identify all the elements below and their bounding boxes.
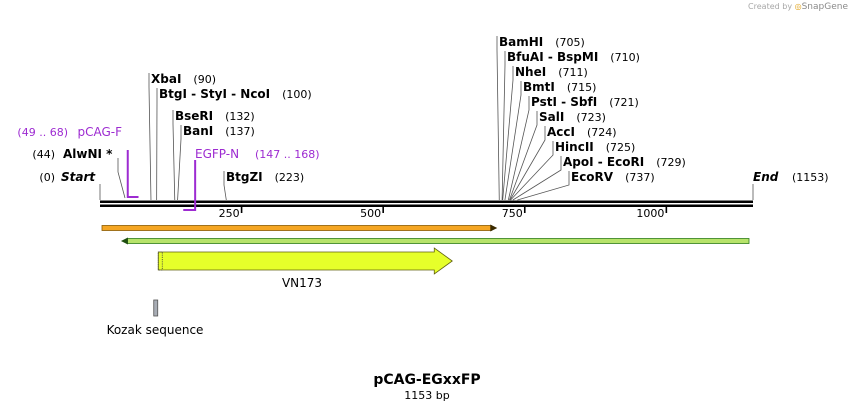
bamhi-site-line <box>496 36 500 201</box>
nhei-site-position: (711) <box>558 66 588 79</box>
acci-site-name: AccI <box>547 125 575 139</box>
xbai-site-position: (90) <box>193 73 216 86</box>
bani-site-position: (137) <box>225 125 255 138</box>
orf-forward-arrow-head <box>490 224 498 232</box>
ruler: 250 500 750 1000 <box>219 207 668 220</box>
vn173-feature-arrow <box>157 247 453 275</box>
bani-site-name: BanI <box>183 124 213 138</box>
orf-reverse-arrow-body <box>126 238 750 244</box>
pcag-f-primer-arrow <box>126 150 139 198</box>
cut-site-labels: Start (0) AlwNI * (44) XbaI (90)BtgI - StyI -… <box>32 35 828 184</box>
bfuai-bspmi-site-name: BfuAI - BspMI <box>507 50 598 64</box>
tick-label-1000: 1000 <box>636 207 664 220</box>
bfuai-bspmi-site-position: (710) <box>610 51 640 64</box>
bseri-site-position: (132) <box>225 110 255 123</box>
bamhi-site-name: BamHI <box>499 35 543 49</box>
bseri-site-name: BseRI <box>175 109 213 123</box>
end-site-name: End <box>753 170 779 184</box>
apoi-ecori-site-position: (729) <box>656 156 686 169</box>
acci-site-position: (724) <box>587 126 617 139</box>
hincii-site-name: HincII <box>555 140 594 154</box>
ecorv-site-position: (737) <box>625 171 655 184</box>
psti-sbfi-site-line <box>507 96 530 201</box>
hincii-site-position: (725) <box>606 141 636 154</box>
ecorv-site-line <box>517 171 570 201</box>
xbai-site-line <box>148 73 152 201</box>
end-site-position: (1153) <box>792 171 829 184</box>
bmti-site-name: BmtI <box>523 80 555 94</box>
alwni-site-position: (44) <box>32 148 55 161</box>
plasmid-name: pCAG-EGxxFP <box>373 372 481 388</box>
snapgene-credit: Created by ◎SnapGene <box>748 2 848 12</box>
psti-sbfi-site-name: PstI - SbfI <box>531 95 597 109</box>
bmti-site-line <box>504 81 522 201</box>
btgzi-site-name: BtgZI <box>226 170 263 184</box>
egfp-n-primer-range: (147 .. 168) <box>255 148 320 161</box>
ecorv-site-name: EcoRV <box>571 170 614 184</box>
bani-site-line <box>177 125 182 201</box>
bmti-site-position: (715) <box>567 81 597 94</box>
sali-site-line <box>509 111 538 201</box>
sequence-backbone <box>100 200 753 207</box>
apoi-ecori-site-name: ApoI - EcoRI <box>563 155 644 169</box>
nhei-site-name: NheI <box>515 65 546 79</box>
btgzi-site-position: (223) <box>275 171 305 184</box>
hincii-site-line <box>510 141 554 201</box>
credit-brand: SnapGene <box>801 2 848 12</box>
kozak-sequence-feature-label: Kozak sequence <box>107 323 204 337</box>
tick-label-250: 250 <box>219 207 240 220</box>
bfuai-bspmi-site-line <box>501 51 506 201</box>
pcag-f-primer-name: pCAG-F <box>77 125 122 139</box>
btgi-styi-ncoi-site-position: (100) <box>282 88 312 101</box>
primer-annotations: pCAG-F (49 .. 68) EGFP-N (147 .. 168) <box>17 125 320 211</box>
start-site-position: (0) <box>39 171 55 184</box>
tick-label-500: 500 <box>360 207 381 220</box>
pcag-f-primer-range: (49 .. 68) <box>17 126 68 139</box>
alwni-site-name: AlwNI * <box>63 147 113 161</box>
snapgene-logo-icon: ◎ <box>794 2 802 11</box>
bamhi-site-position: (705) <box>555 36 585 49</box>
psti-sbfi-site-position: (721) <box>609 96 639 109</box>
start-site-name: Start <box>61 170 96 184</box>
orf-forward-arrow-body <box>101 225 492 231</box>
nhei-site-line <box>502 66 514 201</box>
backbone-top-strand <box>100 200 753 203</box>
orf-reverse-arrow-head <box>120 237 128 245</box>
btgzi-site-line <box>223 171 227 201</box>
bseri-site-line <box>172 110 176 201</box>
sali-site-name: SalI <box>539 110 564 124</box>
vn173-feature-label: VN173 <box>282 276 322 290</box>
cut-site-lines <box>99 36 754 201</box>
sali-site-position: (723) <box>576 111 606 124</box>
apoi-ecori-site-line <box>512 156 562 201</box>
egfp-n-primer-arrow <box>183 160 197 211</box>
xbai-site-name: XbaI <box>151 72 181 86</box>
btgi-styi-ncoi-site-name: BtgI - StyI - NcoI <box>159 87 270 101</box>
backbone-bottom-strand <box>100 204 753 207</box>
plasmid-length: 1153 bp <box>404 389 450 402</box>
kozak-sequence-feature-box <box>153 299 159 317</box>
acci-site-line <box>509 126 546 201</box>
alwni-site-line <box>117 158 126 199</box>
credit-prefix: Created by <box>748 2 793 11</box>
egfp-n-primer-name: EGFP-N <box>195 147 239 161</box>
tick-label-750: 750 <box>502 207 523 220</box>
